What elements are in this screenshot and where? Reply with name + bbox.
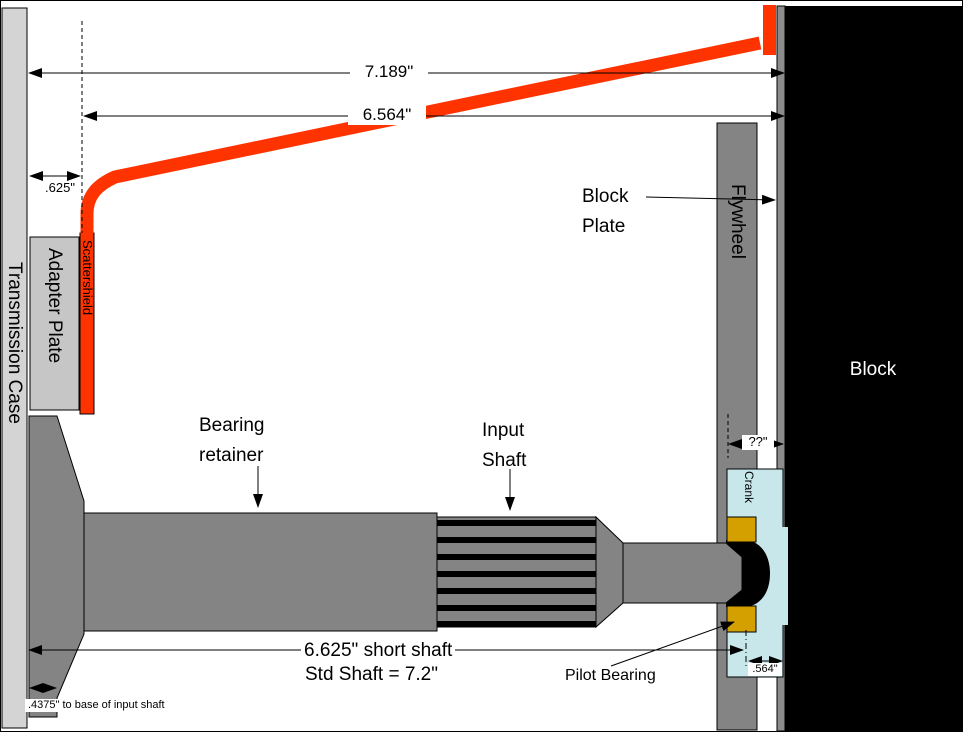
input-shaft-label: Input Shaft [482, 420, 527, 471]
crank-label: Crank [742, 471, 756, 504]
block-label: Block [849, 359, 897, 380]
transmission-case-shape [1, 7, 28, 729]
dim-scattershield-value: 6.564" [348, 105, 426, 125]
scattershield-profile-line [80, 36, 762, 246]
bearing-retainer-label: Bearing retainer [199, 415, 265, 466]
scattershield-label: Scattershield [80, 240, 95, 316]
adapter-plate-shape [29, 236, 80, 411]
input-shaft-tip-shape [622, 542, 743, 604]
pilot-bearing-top-shape [726, 516, 757, 543]
bearing-retainer-shape [83, 512, 438, 632]
dim-unknown-value: ??" [742, 434, 774, 450]
flywheel-label: Flywheel [727, 184, 748, 259]
transmission-case-label: Transmission Case [4, 262, 25, 424]
pilot-bearing-bottom-shape [726, 605, 757, 633]
engine-block-shape [785, 6, 962, 731]
dim-total-length-value: 7.189" [350, 62, 428, 82]
adapter-plate-label: Adapter Plate [44, 248, 65, 364]
dim-std-shaft-value: Std Shaft = 7.2" [305, 664, 438, 685]
bellhousing-flange-shape [28, 415, 85, 718]
dim-short-shaft-value: 6.625" short shaft [301, 640, 456, 662]
pilot-bearing-leader-arrow [610, 621, 735, 667]
pilot-bearing-label: Pilot Bearing [565, 667, 656, 684]
block-plate-label: Block Plate [582, 186, 629, 237]
dim-pilot-depth-value: .564" [748, 663, 782, 676]
dim-base-note: .4375" to base of input shaft [25, 699, 168, 712]
input-shaft-taper-shape [595, 515, 624, 629]
block-plate-leader-arrow [645, 194, 776, 205]
spline-stripes [437, 520, 596, 627]
scattershield-mount-bar [763, 5, 776, 55]
dim-adapter-thickness-value: .625" [45, 180, 75, 195]
crank-snout-shape [782, 527, 788, 625]
